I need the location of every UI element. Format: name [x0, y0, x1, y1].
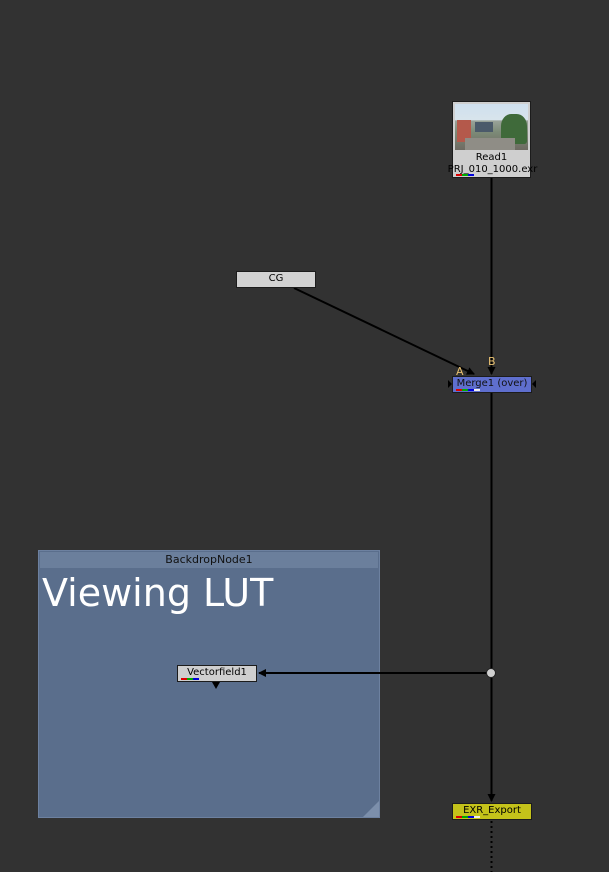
merge-node[interactable]: Merge1 (over)	[452, 376, 532, 393]
merge-node-label: Merge1 (over)	[456, 378, 528, 389]
read-node[interactable]: Read1 PRJ_010_1000.exr	[448, 101, 537, 178]
backdrop-label: Viewing LUT	[42, 571, 274, 615]
backdrop-title: BackdropNode1	[40, 552, 378, 568]
read-node-label: Read1	[475, 152, 508, 163]
cg-node[interactable]: CG	[236, 271, 316, 288]
edge-cg-to-merge-a	[293, 287, 475, 375]
merge-input-a-label: A	[456, 365, 464, 378]
merge-input-b-label: B	[488, 355, 496, 368]
read-node-file: PRJ_010_1000.exr	[447, 164, 538, 175]
merge-side-output-arrow[interactable]	[532, 380, 536, 388]
cg-node-label: CG	[268, 273, 284, 284]
backdrop-node[interactable]: BackdropNode1 Viewing LUT	[38, 550, 380, 818]
exr-export-node[interactable]: EXR_Export	[452, 803, 532, 820]
read-thumbnail	[455, 104, 528, 150]
vectorfield-node-label: Vectorfield1	[187, 667, 247, 678]
dot-node[interactable]	[486, 668, 496, 678]
merge-mask-input-arrow[interactable]	[448, 380, 452, 388]
exr-export-node-label: EXR_Export	[463, 805, 521, 816]
vectorfield-node[interactable]: Vectorfield1	[177, 665, 257, 682]
backdrop-resize-handle[interactable]	[363, 801, 379, 817]
